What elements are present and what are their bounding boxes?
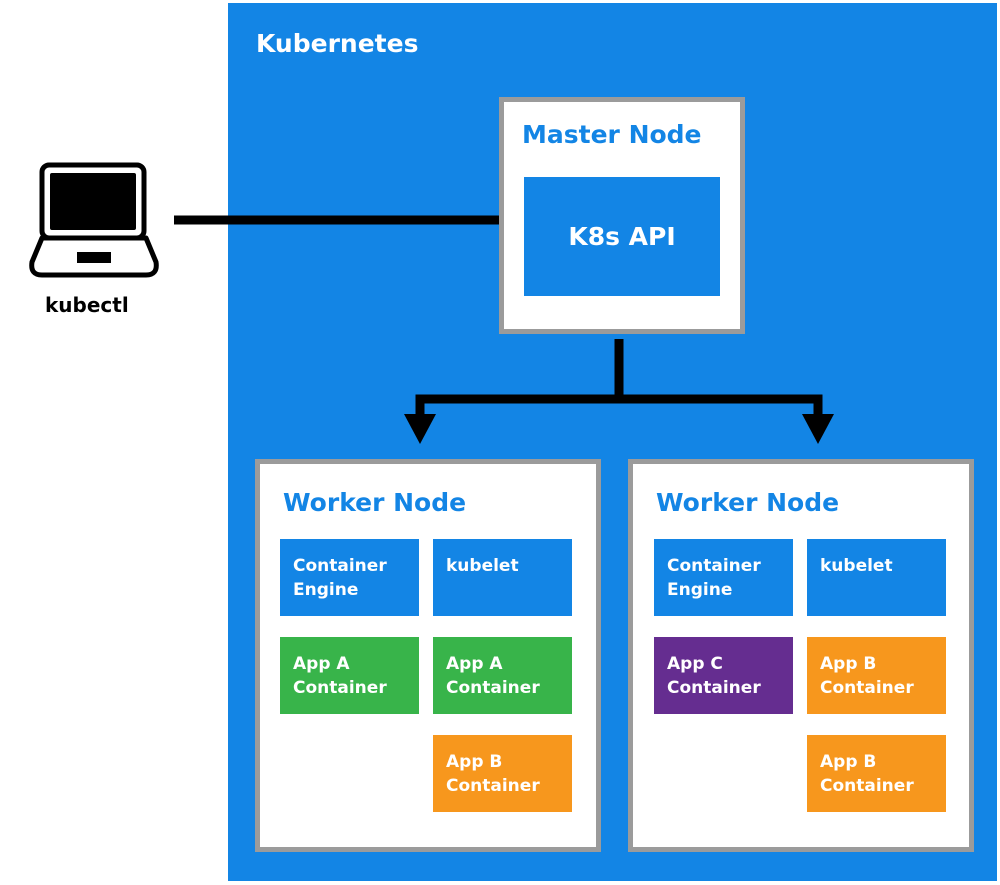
worker-node-2-title: Worker Node	[656, 488, 840, 517]
container-engine-block: Container Engine	[654, 539, 793, 616]
master-to-workers-arrow	[404, 339, 834, 444]
worker-node-1-title: Worker Node	[283, 488, 467, 517]
master-node-title: Master Node	[522, 120, 702, 149]
kubectl-to-api-arrow	[174, 203, 544, 237]
kubectl-label: kubectl	[45, 293, 129, 317]
app-c-container-block: App C Container	[654, 637, 793, 714]
kubelet-block: kubelet	[807, 539, 946, 616]
cluster-title: Kubernetes	[256, 29, 419, 58]
container-engine-block: Container Engine	[280, 539, 419, 616]
app-b-container-block: App B Container	[433, 735, 572, 812]
k8s-api-label: K8s API	[568, 222, 676, 251]
laptop-icon[interactable]	[26, 162, 162, 280]
app-a-container-block: App A Container	[280, 637, 419, 714]
app-a-container-block: App A Container	[433, 637, 572, 714]
app-b-container-block: App B Container	[807, 735, 946, 812]
k8s-api-box[interactable]: K8s API	[524, 177, 720, 296]
kubelet-block: kubelet	[433, 539, 572, 616]
app-b-container-block: App B Container	[807, 637, 946, 714]
